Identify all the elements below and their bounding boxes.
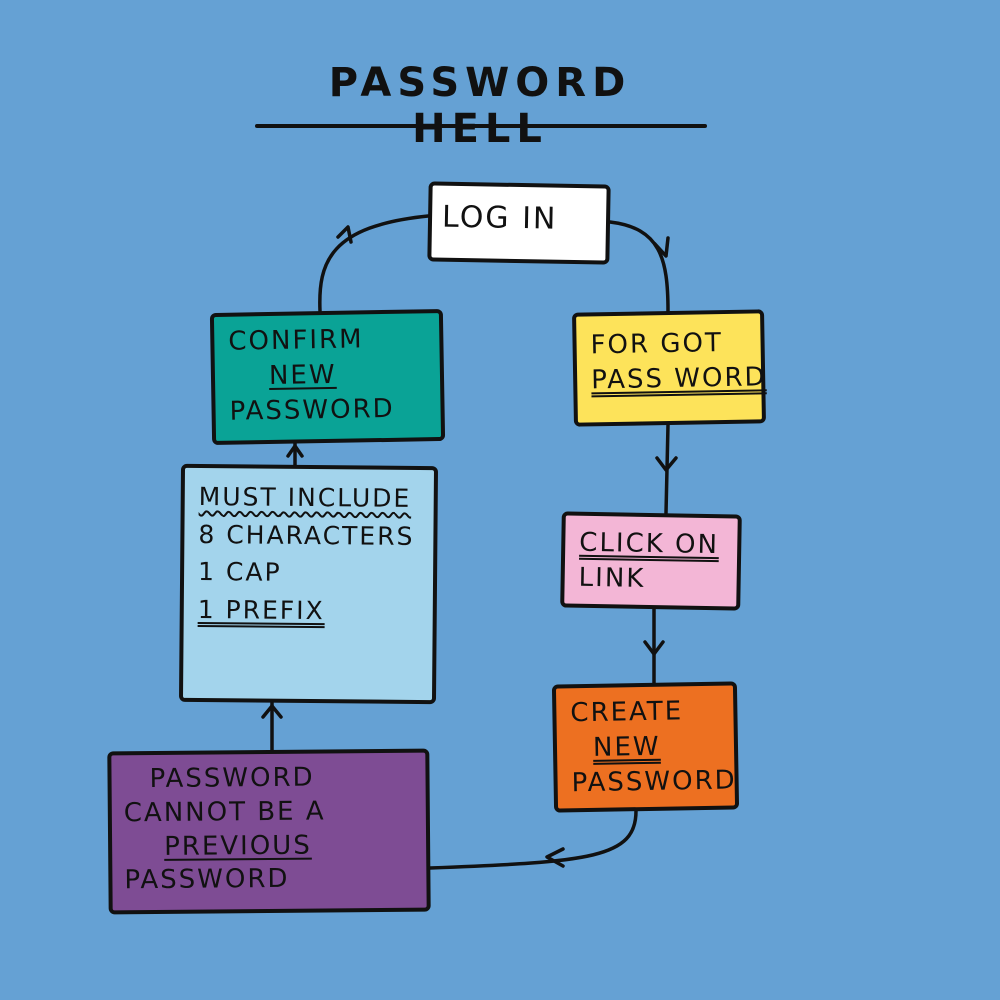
connector-create-to-previous [428,809,638,870]
arrowhead-confirm [286,444,304,458]
node-click-on-link: Click on Link [560,511,742,611]
node-click-line-1: Click on [579,527,720,561]
connector-confirm-to-login [318,214,430,313]
node-confirm-line-1: Confirm [228,324,364,357]
arrowhead-login [336,225,353,244]
node-previous-line-4: Password [124,864,290,896]
diagram-title: Password Hell [328,60,632,152]
arrowhead-click [655,456,678,472]
node-cannot-be-previous: Password Cannot Be A Previous Password [107,748,431,915]
node-create-line-1: Create [570,696,684,729]
node-previous-line-1: Password [149,762,315,795]
node-forgot-password: For got Pass word [572,309,767,427]
title-underline [255,124,707,128]
node-forgot-line-2: Pass word [590,362,767,396]
node-must-line-1: Must Include [198,482,412,513]
node-must-line-2: 8 Characters [198,519,415,551]
node-click-line-2: Link [578,562,646,594]
node-must-line-3: 1 Cap [197,557,282,587]
node-must-line-4: 1 Prefix [197,594,325,625]
node-create-line-2: New [592,731,661,764]
arrowhead-must [261,704,283,719]
arrowhead-create [643,640,665,656]
connector-login-to-forgot [608,220,670,313]
arrowhead-previous [545,847,565,868]
node-log-in-label: Log In [441,199,558,237]
node-forgot-line-1: For got [590,328,724,361]
node-must-include: Must Include 8 Characters 1 Cap 1 Prefix [178,463,439,705]
node-confirm-line-2: New [268,359,337,392]
node-log-in: Log In [427,181,611,265]
node-create-line-3: Password [571,765,737,799]
node-previous-line-3: Previous [163,830,312,862]
arrowhead-forgot [653,236,670,258]
node-confirm-line-3: Password [229,394,395,427]
node-previous-line-2: Cannot Be A [123,796,326,829]
node-confirm-new-password: Confirm New Password [209,308,446,446]
node-create-new-password: Create New Password [551,681,740,813]
